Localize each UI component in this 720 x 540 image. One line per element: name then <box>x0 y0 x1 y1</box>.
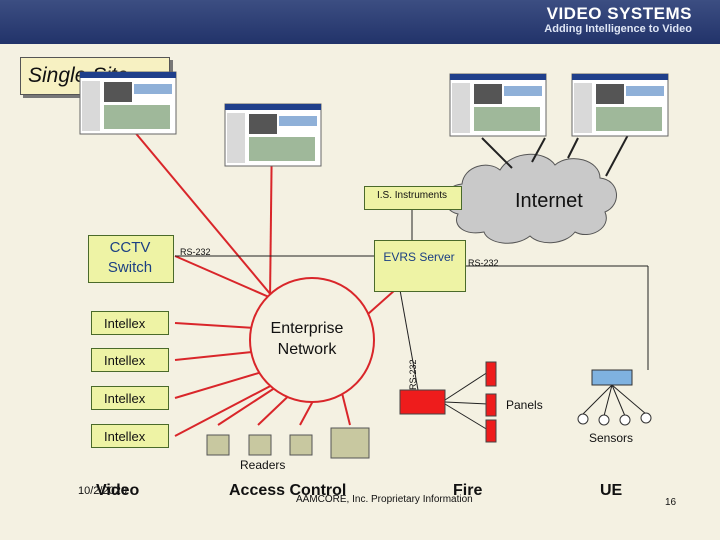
browser-screenshot-icon <box>79 71 669 167</box>
sensor-icon <box>577 412 652 426</box>
footer-page-number: 16 <box>665 497 677 508</box>
rs232-label: RS-232 <box>180 247 211 257</box>
header-subtitle: Adding Intelligence to Video <box>544 23 692 35</box>
intellex-node: Intellex <box>91 311 169 335</box>
rs232-label: RS-232 <box>468 258 499 268</box>
serial-links <box>175 208 649 431</box>
enterprise-network-circle <box>249 277 375 403</box>
cloud-icon <box>444 153 617 244</box>
evrs-server-label: EVRS Server <box>383 250 455 264</box>
evrs-server-node <box>374 240 466 292</box>
panel-device-icon <box>399 361 497 443</box>
header-title: VIDEO SYSTEMS <box>546 4 692 23</box>
footer-date: 10/2/2020 <box>78 485 127 497</box>
rs232-label: RS-232 <box>408 359 418 390</box>
ue-controller-icon <box>591 369 633 386</box>
footer-copyright: AAMCORE, Inc. Proprietary Information <box>296 494 473 505</box>
intellex-node: Intellex <box>91 424 169 448</box>
category-access-control: Access Control <box>229 482 347 499</box>
panels-label: Panels <box>506 398 543 412</box>
header-banner <box>0 0 720 44</box>
internet-label: Internet <box>515 190 583 212</box>
sensors-label: Sensors <box>589 431 634 445</box>
is-instruments-node <box>364 186 462 210</box>
cctv-switch-node <box>88 235 174 283</box>
category-ue: UE <box>600 482 623 499</box>
category-video: Video <box>96 482 140 499</box>
category-fire: Fire <box>453 482 483 499</box>
intellex-node: Intellex <box>91 348 169 372</box>
enterprise-network-label: Enterprise Network <box>270 320 344 358</box>
readers-label: Readers <box>240 458 286 472</box>
reader-device-icon <box>206 427 370 459</box>
is-instruments-label: I.S. Instruments <box>376 190 448 201</box>
cctv-switch-label: CCTV Switch <box>107 239 153 276</box>
intellex-node: Intellex <box>91 386 169 410</box>
